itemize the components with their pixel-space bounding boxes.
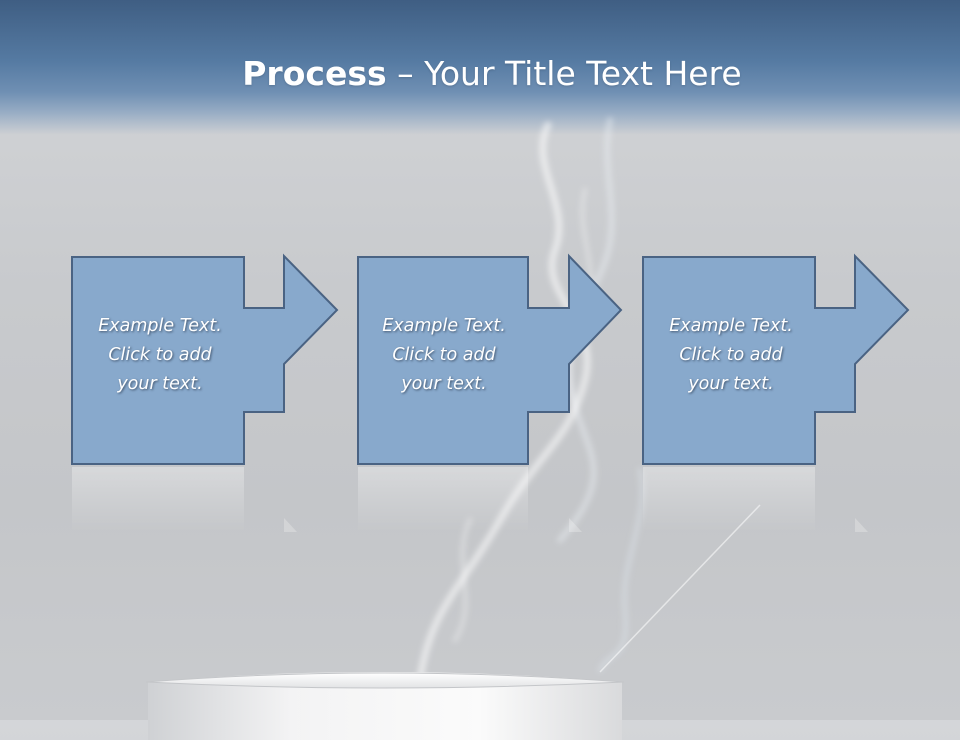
step-1-line-1: Example Text. [98, 316, 222, 336]
step-2-arrow-shape [357, 253, 623, 532]
step-1-text: Example Text. Click to add your text. [75, 312, 245, 399]
process-step-1[interactable]: Example Text. Click to add your text. [71, 253, 411, 536]
process-step-3[interactable]: Example Text. Click to add your text. [642, 253, 960, 536]
step-2-line-2: Click to add [392, 345, 496, 365]
step-1-arrow-shape [71, 253, 339, 532]
step-3-text: Example Text. Click to add your text. [646, 312, 816, 399]
cup-icon [145, 672, 625, 740]
coffee-cup-image [140, 660, 630, 740]
step-3-arrow-shape [642, 253, 910, 532]
step-2-line-3: your text. [401, 374, 487, 394]
step-2-line-1: Example Text. [382, 316, 506, 336]
step-3-line-1: Example Text. [669, 316, 793, 336]
step-1-line-2: Click to add [108, 345, 212, 365]
step-1-line-3: your text. [117, 374, 203, 394]
title-rest-text: – Your Title Text Here [386, 54, 742, 93]
slide-title[interactable]: Process – Your Title Text Here [0, 52, 960, 96]
step-3-line-2: Click to add [679, 345, 783, 365]
title-bold-text: Process [242, 54, 387, 93]
step-3-line-3: your text. [688, 374, 774, 394]
process-step-2[interactable]: Example Text. Click to add your text. [357, 253, 697, 536]
title-band [0, 0, 960, 135]
step-2-text: Example Text. Click to add your text. [359, 312, 529, 399]
